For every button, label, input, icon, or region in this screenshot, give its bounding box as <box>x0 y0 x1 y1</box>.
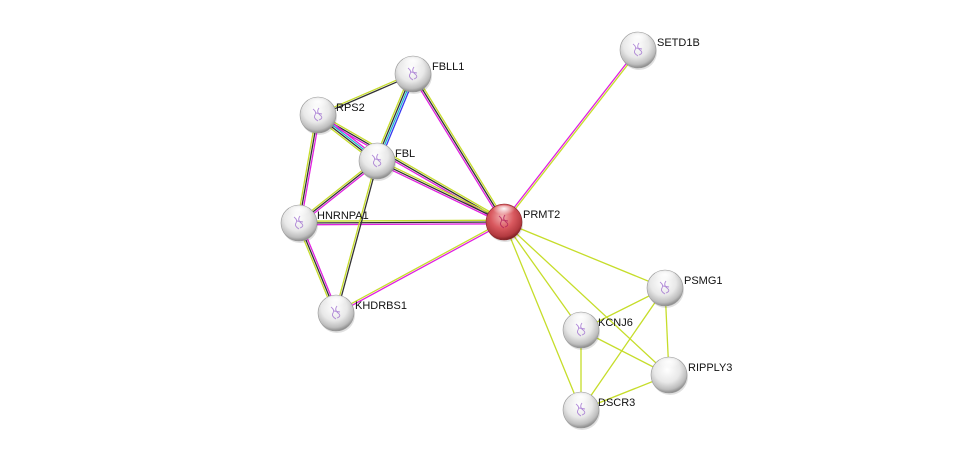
edge-line-coexpression <box>336 161 379 314</box>
node-highlight <box>656 358 682 372</box>
node-dscr3[interactable]: DSCR3 <box>562 391 635 430</box>
node-khdrbs1[interactable]: KHDRBS1 <box>317 294 407 333</box>
edge-prmt2-fbll1[interactable] <box>410 72 507 224</box>
edge-prmt2-hnrnpa1[interactable] <box>298 219 505 226</box>
node-hnrnpa1[interactable]: HNRNPA1 <box>280 204 369 243</box>
node-label: PRMT2 <box>523 209 560 221</box>
node-label: RIPPLY3 <box>688 362 732 374</box>
edge-prmt2-setd1b[interactable] <box>502 49 640 223</box>
node-highlight <box>364 144 390 158</box>
edge-prmt2-dscr3[interactable] <box>503 221 582 411</box>
node-highlight <box>568 313 594 327</box>
edge-line-experiments <box>410 74 504 224</box>
edge-line-coexpression <box>317 114 505 223</box>
node-highlight <box>652 271 678 285</box>
edge-line-textmining <box>377 158 506 221</box>
node-label: PSMG1 <box>684 275 723 287</box>
edge-line-experiments <box>299 223 505 226</box>
node-fbl[interactable]: FBL <box>358 142 415 181</box>
edge-line-textmining <box>296 114 317 223</box>
edge-line-coexpression <box>412 73 505 223</box>
edge-line-textmining <box>503 221 670 376</box>
node-highlight <box>323 296 349 310</box>
edge-line-experiments <box>375 162 504 225</box>
edge-line-textmining <box>580 287 666 411</box>
edge-prmt2-fbl[interactable] <box>375 158 506 225</box>
node-label: KHDRBS1 <box>355 300 407 312</box>
edge-line-textmining <box>318 112 506 222</box>
node-label: KCNJ6 <box>598 317 633 329</box>
node-kcnj6[interactable]: KCNJ6 <box>562 311 633 350</box>
edge-line-textmining <box>503 221 666 289</box>
node-rps2[interactable]: RPS2 <box>299 96 365 135</box>
node-label: FBLL1 <box>432 61 464 73</box>
edge-fbl-khdrbs1[interactable] <box>334 160 379 314</box>
edge-line-coexpression <box>298 221 505 224</box>
node-label: DSCR3 <box>598 397 635 409</box>
node-ripply3[interactable]: RIPPLY3 <box>650 356 732 395</box>
edge-psmg1-dscr3[interactable] <box>580 287 666 411</box>
node-setd1b[interactable]: SETD1B <box>619 31 700 70</box>
node-highlight <box>625 33 651 47</box>
node-highlight <box>400 57 426 71</box>
edge-line-textmining <box>504 50 640 223</box>
edge-prmt2-ripply3[interactable] <box>503 221 670 376</box>
node-label: HNRNPA1 <box>317 210 369 222</box>
edge-line-coexpression <box>376 160 505 223</box>
edge-line-textmining <box>503 221 582 411</box>
edge-line-experiments <box>300 115 321 224</box>
node-highlight <box>491 205 517 219</box>
node-label: FBL <box>395 148 415 160</box>
node-prmt2[interactable]: PRMT2 <box>485 203 560 242</box>
edge-prmt2-khdrbs1[interactable] <box>335 220 505 315</box>
node-fbll1[interactable]: FBLL1 <box>394 55 464 94</box>
edge-line-textmining <box>298 219 504 222</box>
node-highlight <box>305 98 331 112</box>
node-highlight <box>568 393 594 407</box>
edge-line-experiments <box>336 222 505 315</box>
edge-line-textmining <box>503 221 582 331</box>
edge-prmt2-kcnj6[interactable] <box>503 221 582 331</box>
edge-prmt2-psmg1[interactable] <box>503 221 666 289</box>
edge-line-experiments <box>502 49 638 222</box>
node-highlight <box>286 206 312 220</box>
node-label: SETD1B <box>657 37 700 49</box>
edge-line-textmining <box>334 160 377 313</box>
node-label: RPS2 <box>336 102 365 114</box>
edge-line-textmining <box>335 220 504 313</box>
edge-line-textmining <box>413 72 507 222</box>
node-psmg1[interactable]: PSMG1 <box>646 269 723 308</box>
